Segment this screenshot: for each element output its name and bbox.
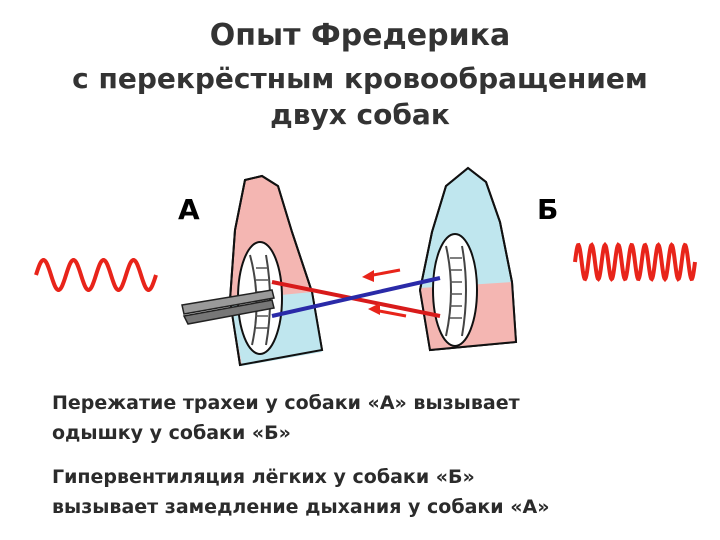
caption-paragraph-1: Пережатие трахеи у собаки «А» вызывает о… — [52, 388, 692, 448]
blood-flow-arrows — [362, 268, 407, 318]
fast-breathing-wave — [573, 241, 697, 283]
caption-paragraph-2: Гипервентиляция лёгких у собаки «Б» вызы… — [52, 462, 692, 522]
caption-line-3: Гипервентиляция лёгких у собаки «Б» — [52, 466, 475, 488]
caption-line-4: вызывает замедление дыхания у собаки «А» — [52, 496, 550, 518]
title-line-3: двух собак — [270, 98, 450, 131]
title-line-1: Опыт Фредерика — [209, 18, 511, 53]
slow-breathing-wave — [34, 258, 158, 292]
caption-line-2: одышку у собаки «Б» — [52, 422, 291, 444]
title-line-2: с перекрёстным кровообращением — [72, 62, 648, 95]
dog-b-neck — [418, 166, 518, 352]
trachea-clamp — [181, 289, 275, 325]
dog-a-label: А — [178, 193, 200, 226]
dog-a-neck — [228, 174, 324, 367]
dog-b-label: Б — [537, 193, 559, 226]
vein-vessel — [271, 276, 441, 318]
caption-line-1: Пережатие трахеи у собаки «А» вызывает — [52, 392, 520, 414]
